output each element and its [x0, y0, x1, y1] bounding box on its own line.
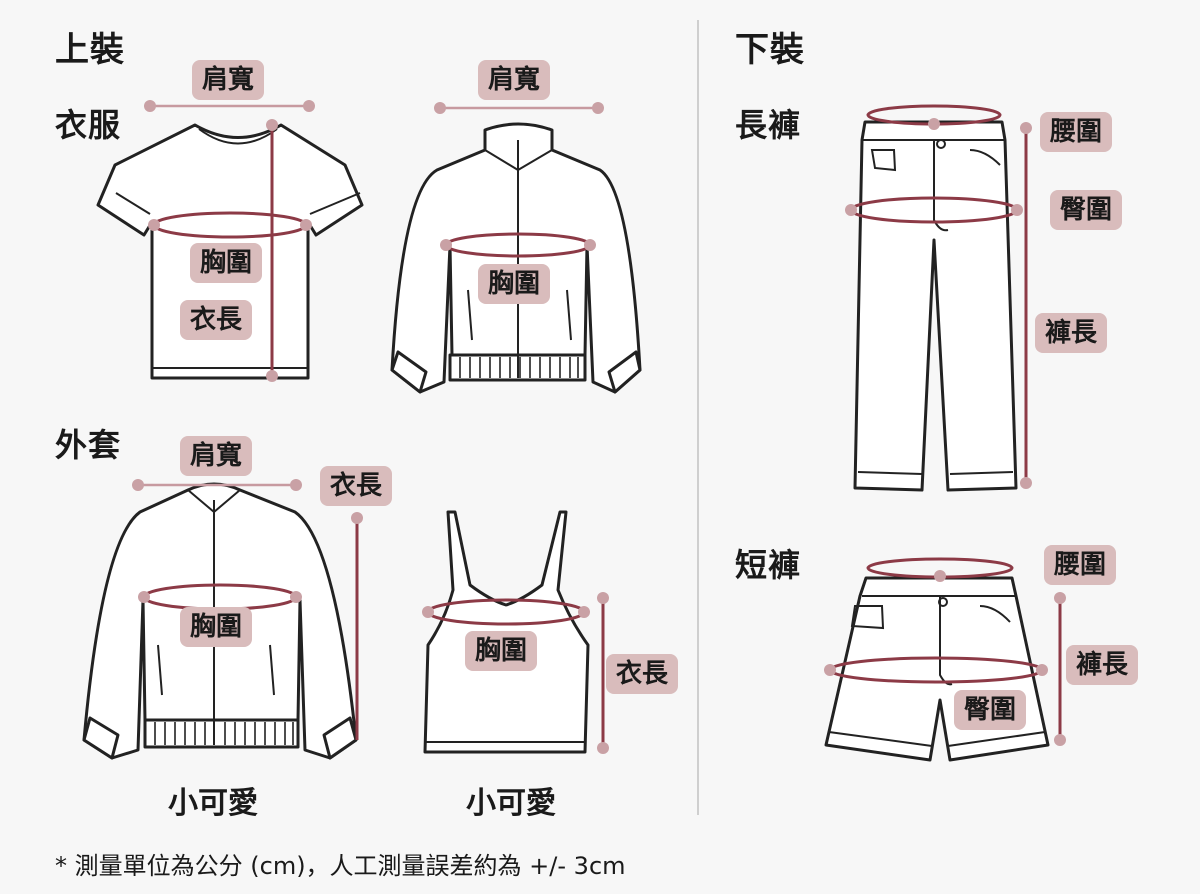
jacket-shoulder-tag: 肩寬 — [180, 436, 253, 476]
shorts-waist-tag: 腰圍 — [1044, 545, 1117, 585]
long-pants-measure-lines — [845, 104, 1032, 489]
bottoms-heading: 下裝 — [735, 30, 805, 70]
jacket-chest-tag: 胸圍 — [180, 607, 253, 647]
camisole-chest-tag: 胸圍 — [465, 631, 538, 671]
zip-sweater-measure-lines — [434, 102, 604, 258]
shorts-length-tag: 褲長 — [1066, 645, 1139, 685]
pants-waist-tag: 腰圍 — [1040, 112, 1113, 152]
shorts-illustration — [824, 576, 1050, 762]
section-divider — [697, 20, 699, 815]
shirt-section-title: 衣服 — [55, 106, 122, 144]
pants-hip-tag: 臀圍 — [1050, 190, 1123, 230]
shorts-hip-tag: 臀圍 — [954, 690, 1027, 730]
shorts-measure-lines — [824, 557, 1066, 746]
jacket-caption: 小可愛 — [168, 786, 258, 821]
jacket-section-title: 外套 — [55, 426, 122, 464]
tshirt-shoulder-tag: 肩寬 — [192, 60, 265, 100]
jacket-length-tag: 衣長 — [320, 466, 393, 506]
long-pants-illustration — [853, 120, 1018, 492]
pants-length-tag: 褲長 — [1035, 313, 1108, 353]
measurement-footnote: * 測量單位為公分 (cm)，人工測量誤差約為 +/- 3cm — [55, 852, 626, 880]
tshirt-chest-tag: 胸圍 — [190, 243, 263, 283]
tops-heading: 上裝 — [55, 30, 125, 70]
camisole-measure-lines — [422, 592, 609, 754]
pants-section-title: 長褲 — [735, 106, 802, 144]
shorts-section-title: 短褲 — [735, 546, 802, 584]
camisole-caption: 小可愛 — [466, 786, 556, 821]
tshirt-measure-lines — [144, 100, 315, 382]
camisole-length-tag: 衣長 — [606, 654, 679, 694]
sweater-shoulder-tag: 肩寬 — [478, 60, 551, 100]
tshirt-length-tag: 衣長 — [180, 300, 253, 340]
sweater-chest-tag: 胸圍 — [478, 264, 551, 304]
zip-sweater-illustration — [390, 122, 642, 394]
